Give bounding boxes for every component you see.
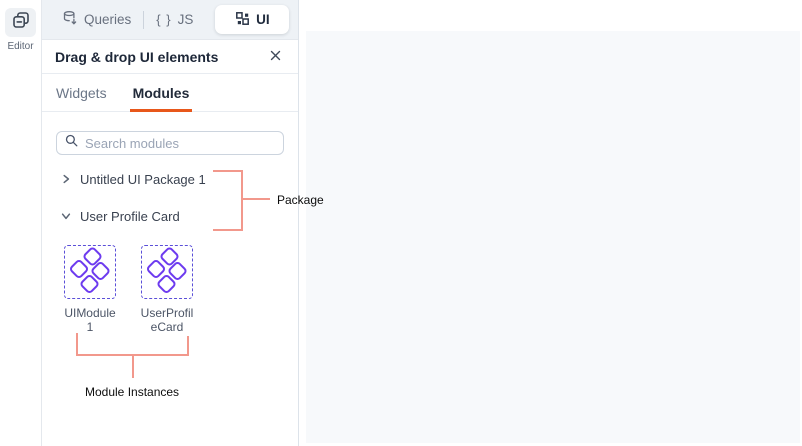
chevron-right-icon [61,172,71,187]
editor-segmented-control: Queries { } JS UI [42,0,298,40]
close-panel-button[interactable] [265,47,285,67]
module-diamonds-icon [67,246,113,299]
app-sidebar: Editor [0,0,42,446]
braces-icon: { } [156,12,172,27]
search-input[interactable] [85,135,275,151]
module-card-label: UIModule 1 [64,306,116,334]
close-icon [270,48,281,66]
ui-elements-panel: Queries { } JS UI Drag & drop UI element… [42,0,299,446]
tab-queries[interactable]: Queries [54,6,139,34]
editor-label: Editor [7,41,34,52]
module-card-uimodule1[interactable] [64,245,116,299]
tab-modules[interactable]: Modules [129,74,193,112]
module-card-label: UserProfil eCard [140,306,194,334]
search-icon [65,134,78,152]
tab-queries-label: Queries [84,12,132,27]
module-search[interactable] [56,131,284,155]
tree-item-label: User Profile Card [80,209,180,224]
tab-js-label: JS [177,12,194,27]
module-diamonds-icon [144,246,190,299]
module-card-wrap: UserProfil eCard [139,245,195,334]
tab-ui-label: UI [256,12,270,27]
module-card-userprofilecard[interactable] [141,245,193,299]
tree-item-untitled-ui-package[interactable]: Untitled UI Package 1 [42,161,298,198]
segment-divider [143,10,145,29]
editor-button[interactable] [5,8,36,37]
module-card-list: UIModule 1 UserProfil eCard [42,245,298,334]
editor-pages-icon [11,10,31,35]
panel-header: Drag & drop UI elements [42,40,298,74]
panel-title: Drag & drop UI elements [55,48,219,65]
module-tree: Untitled UI Package 1 User Profile Card [42,161,298,235]
module-card-wrap: UIModule 1 [64,245,116,334]
tab-js[interactable]: { } JS [148,6,201,34]
panel-tabs: Widgets Modules [42,74,298,112]
tree-item-label: Untitled UI Package 1 [80,172,206,187]
tree-item-user-profile-card[interactable]: User Profile Card [42,198,298,235]
database-icon [62,10,78,29]
editor-canvas[interactable] [306,31,800,443]
chevron-down-icon [61,209,71,224]
tab-widgets[interactable]: Widgets [56,84,107,101]
layout-grid-icon [235,11,250,29]
tab-ui[interactable]: UI [215,5,290,34]
